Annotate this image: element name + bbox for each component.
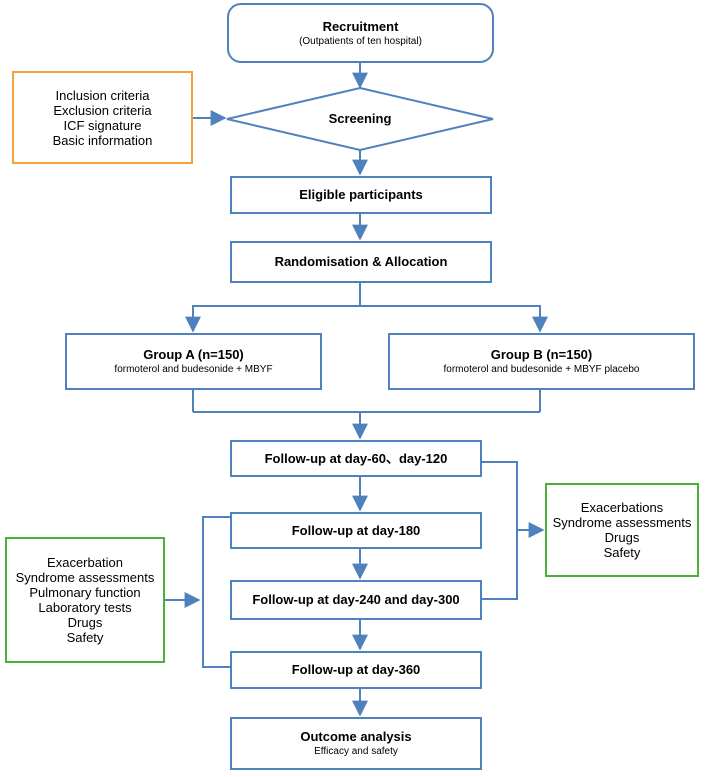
- followup-180-label: Follow-up at day-180: [291, 522, 421, 538]
- followup-60-120-label: Follow-up at day-60、day-120: [264, 450, 448, 466]
- outcome-title: Outcome analysis: [300, 729, 412, 744]
- criteria-item: ICF signature: [63, 117, 142, 133]
- screening-diamond: [226, 86, 494, 152]
- followup-60-120-box: Follow-up at day-60、day-120: [230, 440, 482, 477]
- criteria-item: Basic information: [52, 132, 153, 148]
- group-a-title: Group A (n=150): [143, 347, 244, 362]
- criteria-box: Inclusion criteria Exclusion criteria IC…: [12, 71, 193, 164]
- group-b-title: Group B (n=150): [490, 347, 593, 362]
- recruitment-box: Recruitment (Outpatients of ten hospital…: [227, 3, 494, 63]
- recruitment-title: Recruitment: [322, 18, 399, 34]
- assessment-item: Drugs: [67, 615, 103, 630]
- recruitment-subtitle: (Outpatients of ten hospital): [299, 35, 422, 47]
- assessments-right-box: Exacerbations Syndrome assessments Drugs…: [545, 483, 699, 577]
- group-b-box: Group B (n=150) formoterol and budesonid…: [388, 333, 695, 390]
- followup-360-label: Follow-up at day-360: [291, 662, 421, 677]
- group-b-subtitle: formoterol and budesonide + MBYF placebo: [443, 364, 640, 375]
- bracket-right: [482, 461, 518, 600]
- group-a-box: Group A (n=150) formoterol and budesonid…: [65, 333, 322, 390]
- assessment-item: Exacerbation: [47, 555, 123, 570]
- followup-240-300-box: Follow-up at day-240 and day-300: [230, 580, 482, 620]
- followup-180-box: Follow-up at day-180: [230, 512, 482, 549]
- outcome-box: Outcome analysis Efficacy and safety: [230, 717, 482, 770]
- screening-label: Screening: [328, 110, 392, 126]
- assessment-item: Laboratory tests: [38, 600, 132, 615]
- assessment-item: Safety: [603, 545, 641, 560]
- criteria-item: Exclusion criteria: [53, 102, 152, 118]
- followup-360-box: Follow-up at day-360: [230, 651, 482, 689]
- assessment-item: Exacerbations: [580, 500, 664, 515]
- assessments-left-box: Exacerbation Syndrome assessments Pulmon…: [5, 537, 165, 663]
- assessment-item: Drugs: [604, 530, 640, 545]
- assessment-item: Syndrome assessments: [552, 515, 692, 530]
- randomisation-title: Randomisation & Allocation: [274, 254, 448, 269]
- eligible-title: Eligible participants: [299, 187, 423, 202]
- group-a-subtitle: formoterol and budesonide + MBYF: [114, 364, 273, 375]
- randomisation-box: Randomisation & Allocation: [230, 241, 492, 283]
- assessment-item: Pulmonary function: [29, 585, 141, 600]
- criteria-item: Inclusion criteria: [55, 87, 150, 103]
- assessment-item: Syndrome assessments: [15, 570, 155, 585]
- bracket-left: [202, 516, 233, 668]
- eligible-box: Eligible participants: [230, 176, 492, 214]
- outcome-subtitle: Efficacy and safety: [314, 746, 398, 757]
- followup-240-300-label: Follow-up at day-240 and day-300: [252, 592, 460, 607]
- assessment-item: Safety: [66, 630, 104, 645]
